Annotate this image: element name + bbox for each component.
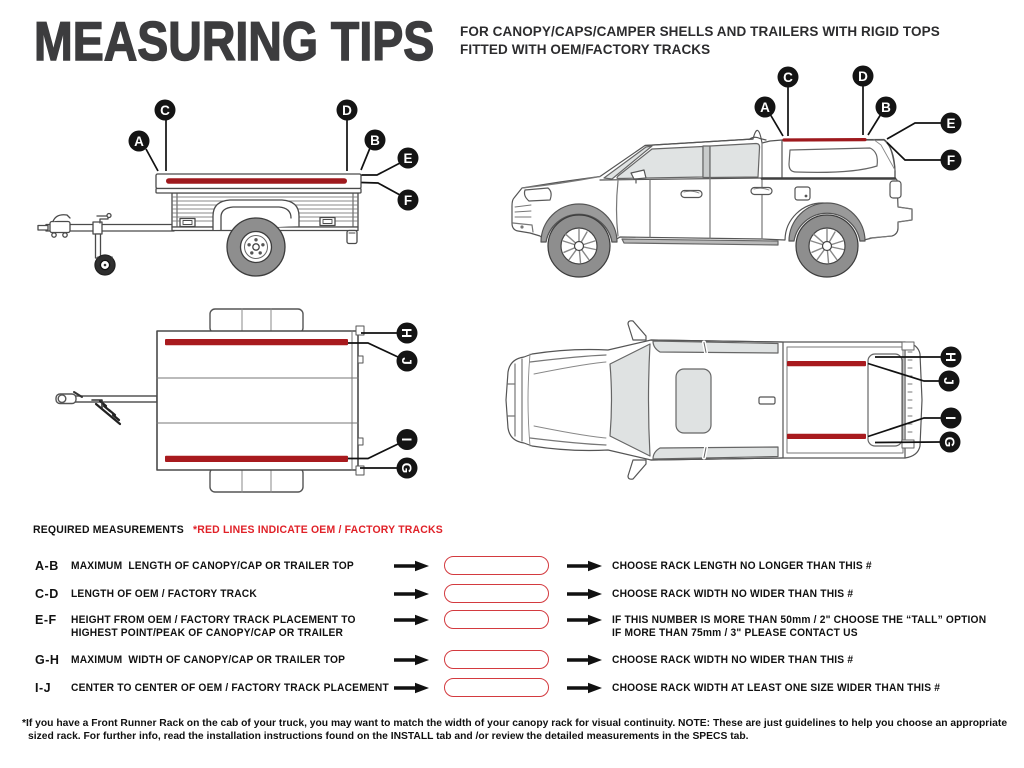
oem-track-red-line [787,361,866,367]
measurement-result-line2: IF MORE THAN 75mm / 3" PLEASE CONTACT US [612,626,858,639]
measurement-result-line1: CHOOSE RACK WIDTH AT LEAST ONE SIZE WIDE… [612,682,941,694]
page-title: MEASURING TIPS [33,9,435,72]
measurement-description: MAXIMUM WIDTH OF CANOPY/CAP OR TRAILER T… [71,654,387,667]
measurement-result-line1: CHOOSE RACK WIDTH NO WIDER THAN THIS # [612,654,854,666]
trailer-side-view-diagram: A C D B E F [37,99,419,277]
trailer-top-view-diagram: H J I G [55,308,418,493]
subtitle-line-2: FITTED WITH OEM/FACTORY TRACKS [460,42,711,57]
arrow-right-icon [394,654,429,666]
truck-side-leader-lines [769,86,941,161]
callout-a-badge: A [760,100,770,115]
measurement-result-line1: IF THIS NUMBER IS MORE THAN 50mm / 2" CH… [612,614,987,626]
footnote-line-2: sized rack. For further info, read the i… [28,731,749,743]
measurement-result-line1: CHOOSE RACK WIDTH NO WIDER THAN THIS # [612,588,854,600]
callout-f-badge: F [947,153,955,168]
callout-c-badge: C [160,103,170,118]
measurement-input-pill[interactable] [444,610,549,629]
oem-track-red-line [165,339,348,346]
required-measurements-heading: REQUIRED MEASUREMENTS [33,524,184,536]
callout-c-badge: C [783,70,793,85]
callout-e-badge: E [403,151,412,166]
measurement-input-pill[interactable] [444,650,549,669]
measurement-description: HEIGHT FROM OEM / FACTORY TRACK PLACEMEN… [71,614,387,640]
truck-side-line-art [511,129,913,278]
callout-e-badge: E [946,116,955,131]
footnote: *If you have a Front Runner Rack on the … [22,717,1007,743]
measurement-description: CENTER TO CENTER OF OEM / FACTORY TRACK … [71,682,389,695]
measurement-row-ij: I-J CENTER TO CENTER OF OEM / FACTORY TR… [0,678,1024,708]
arrow-right-icon [394,682,429,694]
arrow-right-icon [567,614,602,626]
trailer-side-callout-badges: A C D B E F [128,99,419,211]
measurement-description-line1: LENGTH OF OEM / FACTORY TRACK [71,588,257,600]
measurement-result: CHOOSE RACK WIDTH NO WIDER THAN THIS # [612,654,1021,667]
measurement-description: MAXIMUM LENGTH OF CANOPY/CAP OR TRAILER … [71,560,387,573]
oem-track-red-line [165,455,348,462]
measurement-description-line1: HEIGHT FROM OEM / FACTORY TRACK PLACEMEN… [71,614,356,626]
trailer-side-line-art [37,173,362,277]
callout-j-badge: J [399,357,414,365]
measurement-input-pill[interactable] [444,556,549,575]
callout-g-badge: G [399,463,414,474]
measurement-result: IF THIS NUMBER IS MORE THAN 50mm / 2" CH… [612,614,1021,640]
oem-track-red-line [787,433,866,439]
callout-d-badge: D [858,69,868,84]
callout-g-badge: G [942,437,957,448]
callout-h-badge: H [399,328,414,338]
trailer-side-leader-lines [145,120,401,196]
measurement-key: A-B [35,559,59,573]
callout-b-badge: B [881,100,891,115]
measurement-description-line1: MAXIMUM LENGTH OF CANOPY/CAP OR TRAILER … [71,560,354,572]
arrow-right-icon [567,588,602,600]
measurement-description: LENGTH OF OEM / FACTORY TRACK [71,588,387,601]
measurement-row-ab: A-B MAXIMUM LENGTH OF CANOPY/CAP OR TRAI… [0,556,1024,586]
measurement-result-line1: CHOOSE RACK LENGTH NO LONGER THAN THIS # [612,560,872,572]
arrow-right-icon [394,588,429,600]
measurement-key: E-F [35,613,57,627]
callout-f-badge: F [404,193,412,208]
callout-j-badge: J [941,377,956,385]
callout-i-badge: I [943,416,958,420]
red-lines-legend: *RED LINES INDICATE OEM / FACTORY TRACKS [193,524,443,536]
measurement-result: CHOOSE RACK WIDTH AT LEAST ONE SIZE WIDE… [612,682,1021,695]
truck-side-view-diagram: A C D B E F [511,65,962,278]
measurement-description-line1: CENTER TO CENTER OF OEM / FACTORY TRACK … [71,682,389,694]
measurement-input-pill[interactable] [444,584,549,603]
measurement-row-ef: E-F HEIGHT FROM OEM / FACTORY TRACK PLAC… [0,610,1024,640]
measurement-key: I-J [35,681,52,695]
measurement-input-pill[interactable] [444,678,549,697]
arrow-right-icon [394,614,429,626]
oem-track-red-line [166,178,347,184]
truck-side-callout-badges: A C D B E F [754,65,962,171]
truck-top-callout-badges: H J I G [938,346,962,453]
callout-h-badge: H [943,352,958,362]
truck-top-view-diagram: H J I G [505,320,962,480]
arrow-right-icon [567,560,602,572]
trailer-top-callout-badges: H J I G [396,322,418,479]
callout-a-badge: A [134,134,144,149]
measurement-key: C-D [35,587,59,601]
truck-top-line-art [505,320,923,480]
callout-i-badge: I [399,438,414,442]
callout-b-badge: B [370,133,380,148]
truck-top-leader-lines [867,356,941,444]
trailer-top-line-art [55,308,365,493]
measurement-row-gh: G-H MAXIMUM WIDTH OF CANOPY/CAP OR TRAIL… [0,650,1024,680]
measurement-description-line1: MAXIMUM WIDTH OF CANOPY/CAP OR TRAILER T… [71,654,346,666]
measurement-result: CHOOSE RACK LENGTH NO LONGER THAN THIS # [612,560,1021,573]
callout-d-badge: D [342,103,352,118]
measurement-key: G-H [35,653,60,667]
footnote-line-1: *If you have a Front Runner Rack on the … [22,718,1008,729]
arrow-right-icon [567,654,602,666]
arrow-right-icon [394,560,429,572]
page-subtitle: FOR CANOPY/CAPS/CAMPER SHELLS AND TRAILE… [460,23,940,59]
measurement-row-cd: C-D LENGTH OF OEM / FACTORY TRACK CHOOSE… [0,584,1024,614]
measurement-result: CHOOSE RACK WIDTH NO WIDER THAN THIS # [612,588,1021,601]
measurement-description-line2: HIGHEST POINT/PEAK OF CANOPY/CAP OR TRAI… [71,626,344,639]
trailer-top-leader-lines [348,332,399,469]
subtitle-line-1: FOR CANOPY/CAPS/CAMPER SHELLS AND TRAILE… [460,24,940,39]
arrow-right-icon [567,682,602,694]
